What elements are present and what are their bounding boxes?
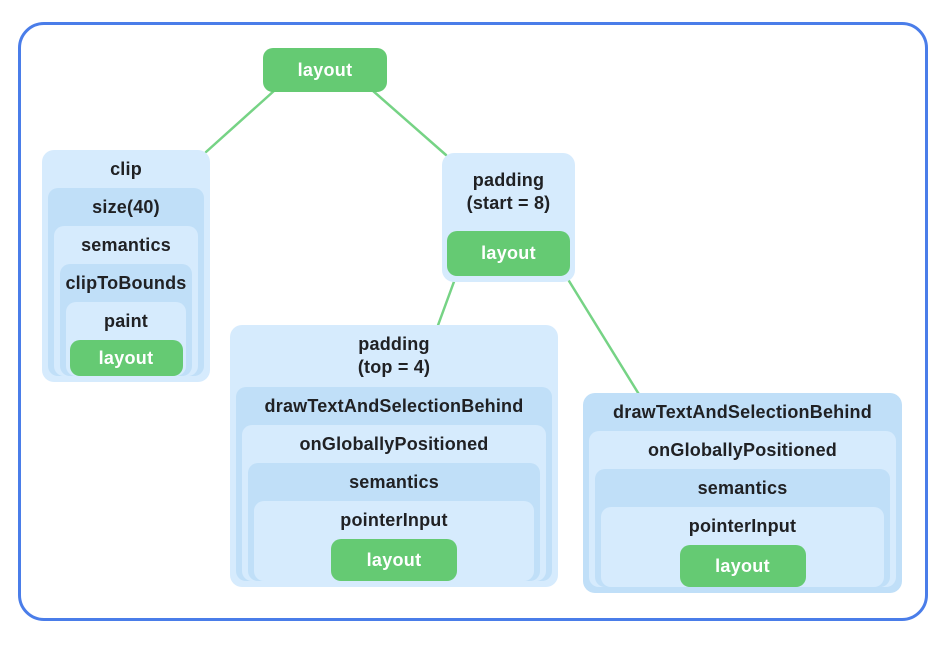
label-padding-top: padding (top = 4) [230, 325, 558, 387]
label-pointer-input-right: pointerInput [688, 515, 797, 536]
node-padding-start-layout: layout [447, 231, 570, 276]
label-draw-text-mid: drawTextAndSelectionBehind [264, 395, 524, 416]
label-draw-text-right: drawTextAndSelectionBehind [613, 401, 872, 422]
label-semantics-mid: semantics [349, 471, 439, 492]
node-padding-top-layout: layout [331, 539, 457, 581]
label-on-globally-right: onGloballyPositioned [647, 439, 837, 460]
box-padding-top: padding (top = 4) drawTextAndSelectionBe… [230, 325, 558, 587]
node-draw-text-layout: layout [679, 545, 806, 587]
label-padding-top-line1: padding [358, 334, 430, 354]
label-semantics-clip: semantics [81, 234, 171, 255]
box-semantics-right: semantics pointerInput layout [595, 469, 890, 587]
box-semantics-clip: semantics clipToBounds paint layout [54, 226, 198, 376]
node-clip-layout: layout [69, 340, 183, 376]
box-size-40: size(40) semantics clipToBounds paint la… [48, 188, 204, 376]
box-pointer-input-right: pointerInput layout [601, 507, 884, 587]
box-on-globally-right: onGloballyPositioned semantics pointerIn… [589, 431, 896, 587]
label-on-globally-mid: onGloballyPositioned [299, 433, 489, 454]
box-semantics-mid: semantics pointerInput layout [248, 463, 540, 581]
label-padding-start: padding (start = 8) [442, 153, 575, 231]
box-paint: paint layout [66, 302, 186, 376]
label-clip: clip [110, 158, 142, 179]
box-draw-text-right: drawTextAndSelectionBehind onGloballyPos… [583, 393, 902, 593]
box-on-globally-mid: onGloballyPositioned semantics pointerIn… [242, 425, 546, 581]
box-pointer-input-mid: pointerInput layout [254, 501, 534, 581]
box-draw-text-mid: drawTextAndSelectionBehind onGloballyPos… [236, 387, 552, 581]
label-padding-start-line1: padding [472, 170, 545, 190]
label-pointer-input-mid: pointerInput [340, 509, 448, 530]
box-clip: clip size(40) semantics clipToBounds pai… [42, 150, 210, 382]
label-padding-top-line2: (top = 4) [357, 357, 431, 377]
label-padding-start-line2: (start = 8) [466, 193, 551, 213]
label-paint: paint [104, 310, 148, 331]
label-size-40: size(40) [92, 196, 160, 217]
label-semantics-right: semantics [697, 477, 788, 498]
box-clip-to-bounds: clipToBounds paint layout [60, 264, 192, 376]
box-padding-start: padding (start = 8) layout [442, 153, 575, 282]
label-clip-to-bounds: clipToBounds [65, 272, 187, 293]
node-root-layout: layout [263, 48, 387, 92]
